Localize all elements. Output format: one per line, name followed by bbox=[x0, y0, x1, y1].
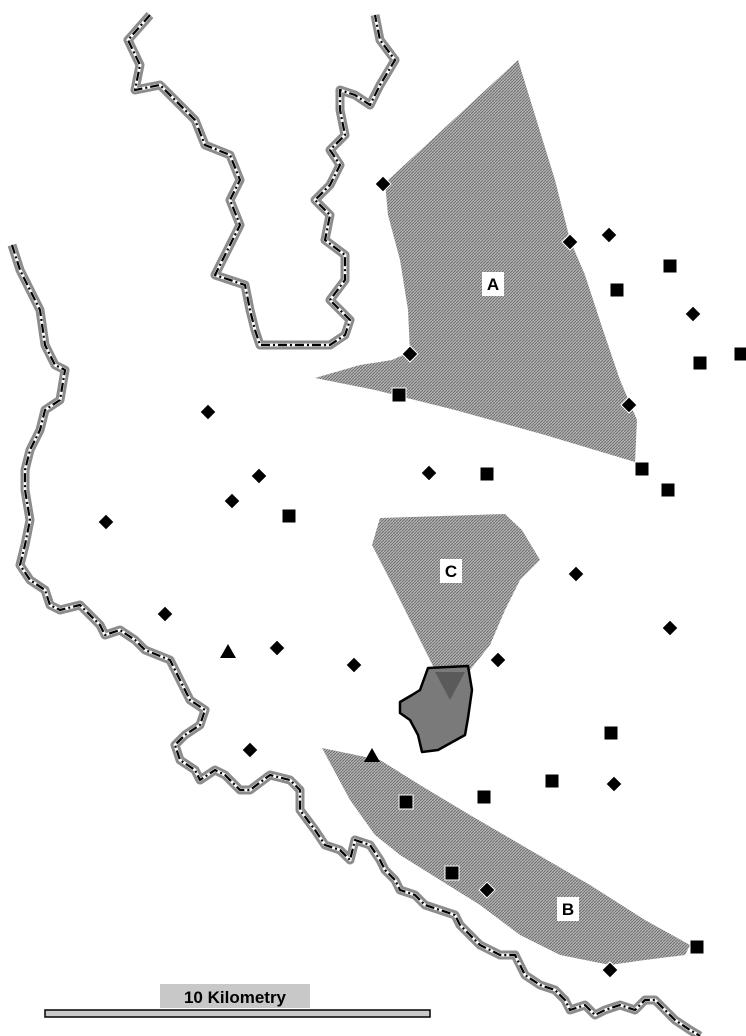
diamond-marker bbox=[661, 619, 679, 637]
scale-bar-line bbox=[44, 1009, 431, 1018]
square-marker bbox=[689, 939, 705, 955]
border-line-north bbox=[123, 12, 400, 350]
triangle-marker bbox=[364, 748, 380, 762]
triangle-marker bbox=[220, 644, 236, 658]
square-marker bbox=[544, 773, 560, 789]
diamond-marker bbox=[223, 492, 241, 510]
zone-b bbox=[322, 748, 690, 965]
square-marker bbox=[733, 346, 746, 362]
diamond-marker bbox=[561, 233, 579, 251]
diamond-marker bbox=[620, 396, 638, 414]
zone-label-b: B bbox=[557, 897, 579, 921]
diamond-marker bbox=[374, 175, 392, 193]
square-marker bbox=[662, 258, 678, 274]
diamond-marker bbox=[97, 513, 115, 531]
square-marker bbox=[609, 282, 625, 298]
diamond-marker bbox=[605, 775, 623, 793]
square-marker bbox=[660, 482, 676, 498]
diamond-marker bbox=[567, 565, 585, 583]
square-marker bbox=[603, 725, 619, 741]
diamond-marker bbox=[268, 639, 286, 657]
diamond-marker bbox=[345, 656, 363, 674]
square-marker bbox=[444, 865, 460, 881]
zone-c bbox=[372, 514, 540, 690]
diamond-marker bbox=[401, 345, 419, 363]
square-marker bbox=[398, 794, 414, 810]
point-markers bbox=[97, 175, 746, 979]
diamond-marker bbox=[156, 605, 174, 623]
border-line-south bbox=[7, 243, 703, 1036]
diamond-marker bbox=[241, 741, 259, 759]
square-marker bbox=[476, 789, 492, 805]
zone-label-a: A bbox=[482, 272, 504, 296]
diamond-marker bbox=[600, 226, 618, 244]
square-marker bbox=[479, 466, 495, 482]
diamond-marker bbox=[420, 464, 438, 482]
urban-area bbox=[398, 664, 474, 754]
zone-label-a-text: A bbox=[487, 275, 499, 294]
scale-label: 10 Kilometry bbox=[184, 988, 287, 1007]
diamond-marker bbox=[250, 467, 268, 485]
zone-label-b-text: B bbox=[562, 900, 574, 919]
square-marker bbox=[692, 355, 708, 371]
scale-bar: 10 Kilometry bbox=[44, 984, 431, 1018]
square-marker bbox=[281, 508, 297, 524]
diamond-marker bbox=[601, 961, 619, 979]
diamond-marker bbox=[489, 651, 507, 669]
diamond-marker bbox=[478, 881, 496, 899]
zone-label-c-text: C bbox=[445, 562, 457, 581]
diamond-marker bbox=[684, 305, 702, 323]
scale-label-bg bbox=[160, 984, 310, 1008]
square-marker bbox=[391, 387, 407, 403]
square-marker bbox=[634, 461, 650, 477]
zone-label-c: C bbox=[440, 559, 462, 583]
zone-a bbox=[315, 60, 637, 462]
diamond-marker bbox=[199, 403, 217, 421]
